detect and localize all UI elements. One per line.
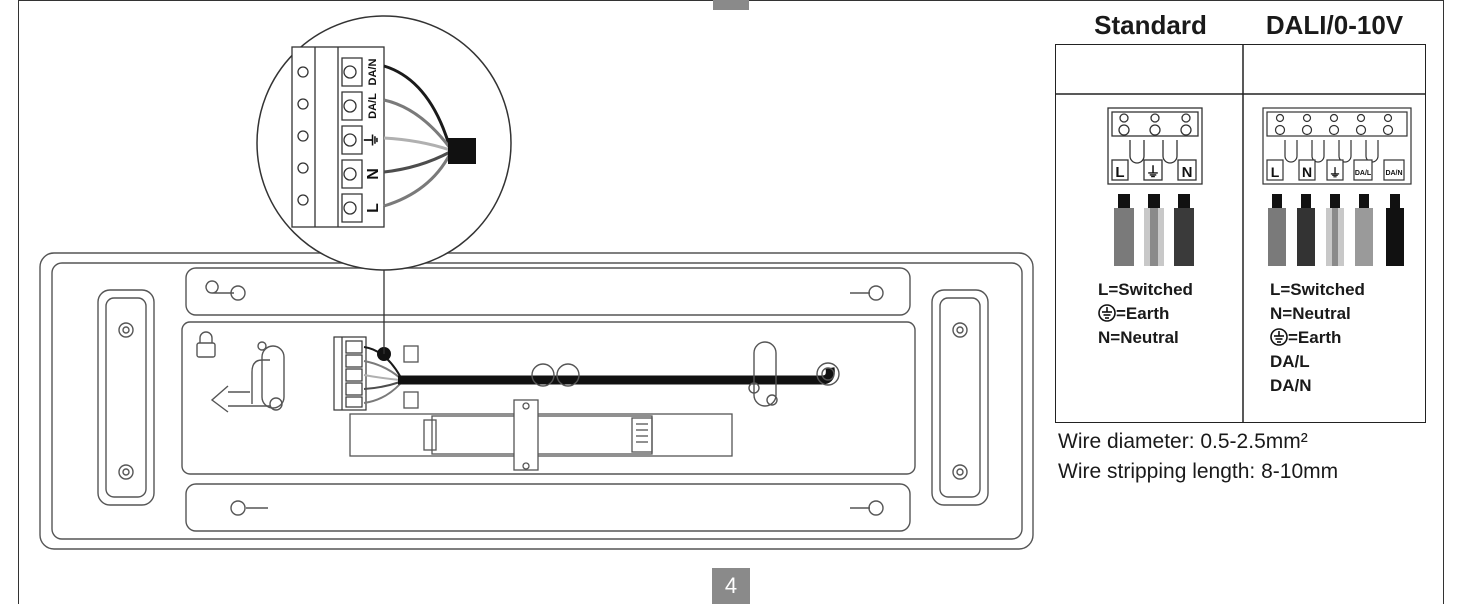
top-mounting-rail (185, 267, 911, 316)
std-label-n: N (1182, 164, 1193, 181)
cable-clamp (403, 345, 419, 409)
zoom-label-dan: DA/N (367, 59, 379, 86)
dali-label-dal: DA/L (1355, 170, 1372, 177)
wiring-table (1055, 44, 1426, 423)
left-bracket (97, 289, 155, 506)
dali-legend-earth: =Earth (1270, 326, 1365, 350)
mains-cable (398, 367, 835, 385)
gear-tray (181, 321, 916, 475)
table-header-dali: DALI/0-10V (1265, 10, 1404, 40)
std-label-l: L (1115, 164, 1124, 181)
table-header-standard: Standard (1094, 10, 1207, 40)
right-bracket (931, 289, 989, 506)
dali-wires (1268, 194, 1404, 266)
table-lines (1055, 44, 1426, 423)
page-number: 4 (712, 568, 750, 604)
std-legend-earth: =Earth (1098, 302, 1193, 326)
terminal-block-small (333, 336, 367, 411)
dali-terminal (1262, 107, 1412, 185)
led-driver (349, 399, 733, 471)
zoom-label-n: N (365, 168, 382, 180)
zoom-label-dal: DA/L (367, 93, 379, 119)
standard-terminal (1107, 107, 1203, 185)
wire-diameter-text: Wire diameter: 0.5-2.5mm² (1058, 430, 1308, 453)
carabiner-right-icon (748, 341, 778, 407)
zoom-detail: DA/N DA/L ⏚ N L (256, 15, 512, 271)
std-legend-switched: L=Switched (1098, 280, 1193, 299)
standard-wires (1114, 194, 1194, 266)
removal-arrow-icon (210, 359, 270, 413)
wire-stripping-text: Wire stripping length: 8-10mm (1058, 460, 1339, 483)
cable-entries (531, 362, 840, 387)
dali-label-n: N (1302, 164, 1312, 180)
std-legend-neutral: N=Neutral (1098, 328, 1179, 347)
standard-legend: L=Switched =Earth N=Neutral (1098, 278, 1193, 350)
earth-icon (1098, 304, 1116, 322)
luminaire-housing (39, 252, 1034, 550)
lock-icon (196, 331, 216, 358)
cable-sheath (448, 138, 476, 164)
dali-label-earth: ⏚ (1329, 166, 1341, 180)
dali-legend-switched: L=Switched (1270, 280, 1365, 299)
dali-legend-neutral: N=Neutral (1270, 304, 1351, 323)
zoom-label-l: L (365, 203, 382, 213)
dali-label-l: L (1271, 164, 1280, 180)
dali-legend-dal: DA/L (1270, 352, 1310, 371)
bottom-mounting-rail (185, 483, 911, 532)
dali-legend-dan: DA/N (1270, 376, 1312, 395)
dali-legend: L=Switched N=Neutral =Earth DA/L DA/N (1270, 278, 1365, 398)
dali-label-dan: DA/N (1385, 170, 1402, 177)
zoom-label-earth: ⏚ (363, 132, 381, 148)
top-tab-marker (713, 0, 749, 10)
earth-icon (1270, 328, 1288, 346)
carabiner-left-icon (257, 341, 285, 411)
std-label-earth: ⏚ (1146, 164, 1160, 180)
